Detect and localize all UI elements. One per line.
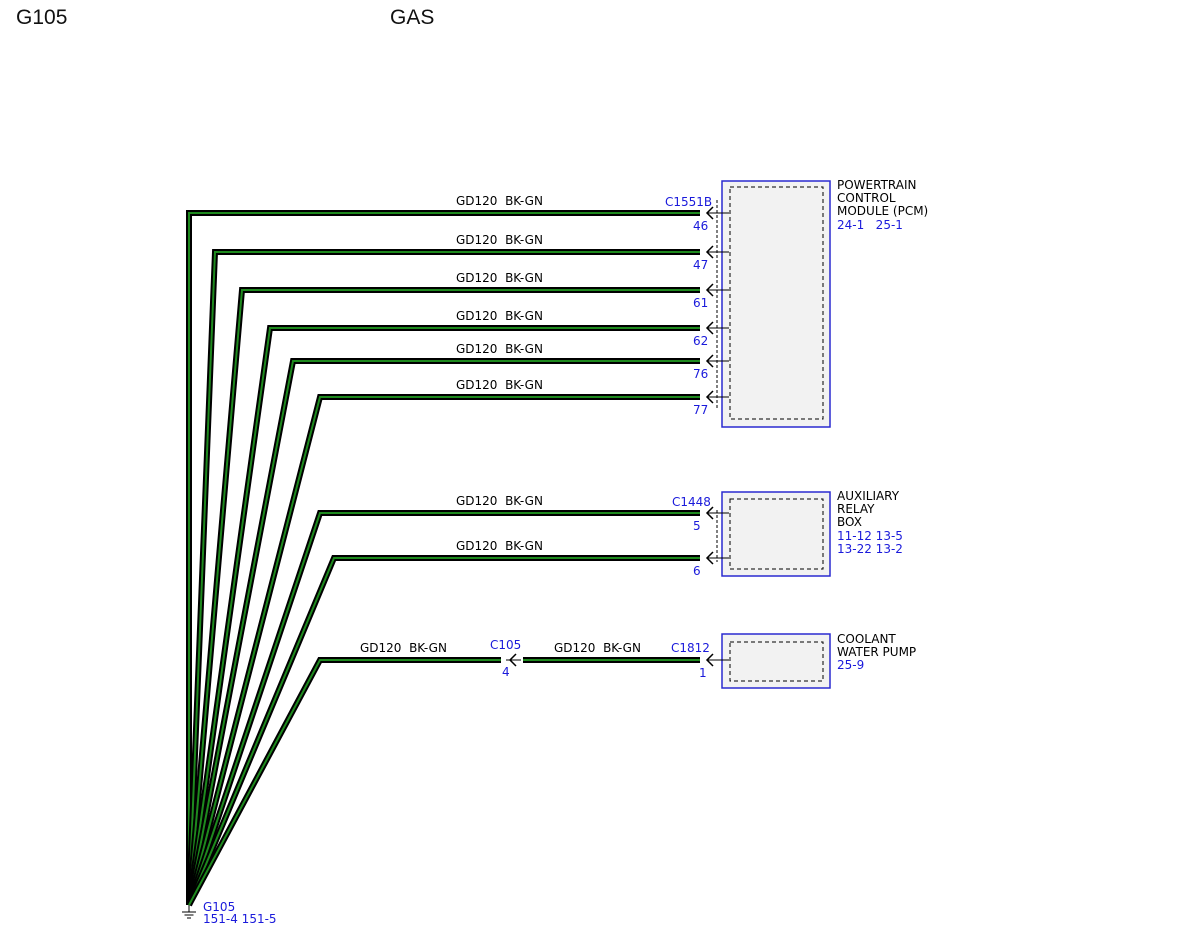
aux-name-2: RELAY <box>837 502 875 516</box>
pin-number-2: 47 <box>693 258 708 272</box>
inline-connector-c105[interactable]: C105 4 <box>490 638 521 679</box>
coolant-name-2: WATER PUMP <box>837 645 916 659</box>
coolant-connector-id: C1812 <box>671 641 710 655</box>
wire-5[interactable] <box>186 358 700 906</box>
wire-7[interactable] <box>186 510 700 906</box>
coolant-ref: 25-9 <box>837 658 864 672</box>
aux-name-1: AUXILIARY <box>837 489 900 503</box>
pin-number-4: 62 <box>693 334 708 348</box>
inline-connector-id: C105 <box>490 638 521 652</box>
ground-id: G105 <box>203 900 235 914</box>
aux-connector-id: C1448 <box>672 495 711 509</box>
pin-number-5: 76 <box>693 367 708 381</box>
wire-label-6: GD120 BK-GN <box>456 378 543 392</box>
wire-label-1: GD120 BK-GN <box>456 194 543 208</box>
wire-label-9b: GD120 BK-GN <box>554 641 641 655</box>
coolant-pump-box[interactable] <box>721 633 831 689</box>
pin-number-9: 1 <box>699 666 707 680</box>
coolant-pump-inner-box <box>729 641 824 682</box>
wire-1-stripe <box>188 212 700 905</box>
pin-number-6: 77 <box>693 403 708 417</box>
inline-connector-pin: 4 <box>502 665 510 679</box>
wire-3-stripe <box>188 289 700 906</box>
wire-6-stripe <box>188 396 700 906</box>
pin-number-1: 46 <box>693 219 708 233</box>
pcm-inner-box <box>729 186 824 420</box>
wire-label-8: GD120 BK-GN <box>456 539 543 553</box>
pcm-ref: 24-1 25-1 <box>837 218 903 232</box>
pcm-box[interactable] <box>721 180 831 428</box>
aux-name-3: BOX <box>837 515 862 529</box>
pcm-name-1: POWERTRAIN <box>837 178 917 192</box>
pcm-name-3: MODULE (PCM) <box>837 204 928 218</box>
wire-label-5: GD120 BK-GN <box>456 342 543 356</box>
engine-variant: GAS <box>390 6 435 29</box>
wire-4-stripe <box>188 327 700 906</box>
pin-number-3: 61 <box>693 296 708 310</box>
wire-8-stripe <box>188 557 700 906</box>
coolant-name-1: COOLANT <box>837 632 896 646</box>
wire-7-stripe <box>188 512 700 906</box>
aux-relay-box[interactable] <box>721 491 831 577</box>
aux-relay-inner-box <box>729 498 824 570</box>
ground-refs: 151-4 151-5 <box>203 912 277 926</box>
ground-g105[interactable]: G105 151-4 151-5 <box>182 900 277 926</box>
pcm-name-2: CONTROL <box>837 191 896 205</box>
wire-label-2: GD120 BK-GN <box>456 233 543 247</box>
pin-number-7: 5 <box>693 519 701 533</box>
wire-label-3: GD120 BK-GN <box>456 271 543 285</box>
coolant-pump-component[interactable]: COOLANT WATER PUMP 25-9 C1812 <box>671 632 916 689</box>
aux-ref-2: 13-22 13-2 <box>837 542 903 556</box>
pcm-component[interactable]: POWERTRAIN CONTROL MODULE (PCM) 24-1 25-… <box>665 178 928 428</box>
wire-label-4: GD120 BK-GN <box>456 309 543 323</box>
wire-label-7: GD120 BK-GN <box>456 494 543 508</box>
wire-5-stripe <box>188 360 700 906</box>
diagram-id: G105 <box>16 6 68 29</box>
aux-ref-1: 11-12 13-5 <box>837 529 903 543</box>
wire-2-stripe <box>188 251 700 906</box>
wire-9-segment-a-stripe <box>188 659 501 906</box>
pcm-connector-id: C1551B <box>665 195 712 209</box>
wire-9-segment-a[interactable] <box>186 657 501 907</box>
pin-number-8: 6 <box>693 564 701 578</box>
aux-relay-box-component[interactable]: AUXILIARY RELAY BOX 11-12 13-5 13-22 13-… <box>672 489 903 577</box>
wire-label-9a: GD120 BK-GN <box>360 641 447 655</box>
